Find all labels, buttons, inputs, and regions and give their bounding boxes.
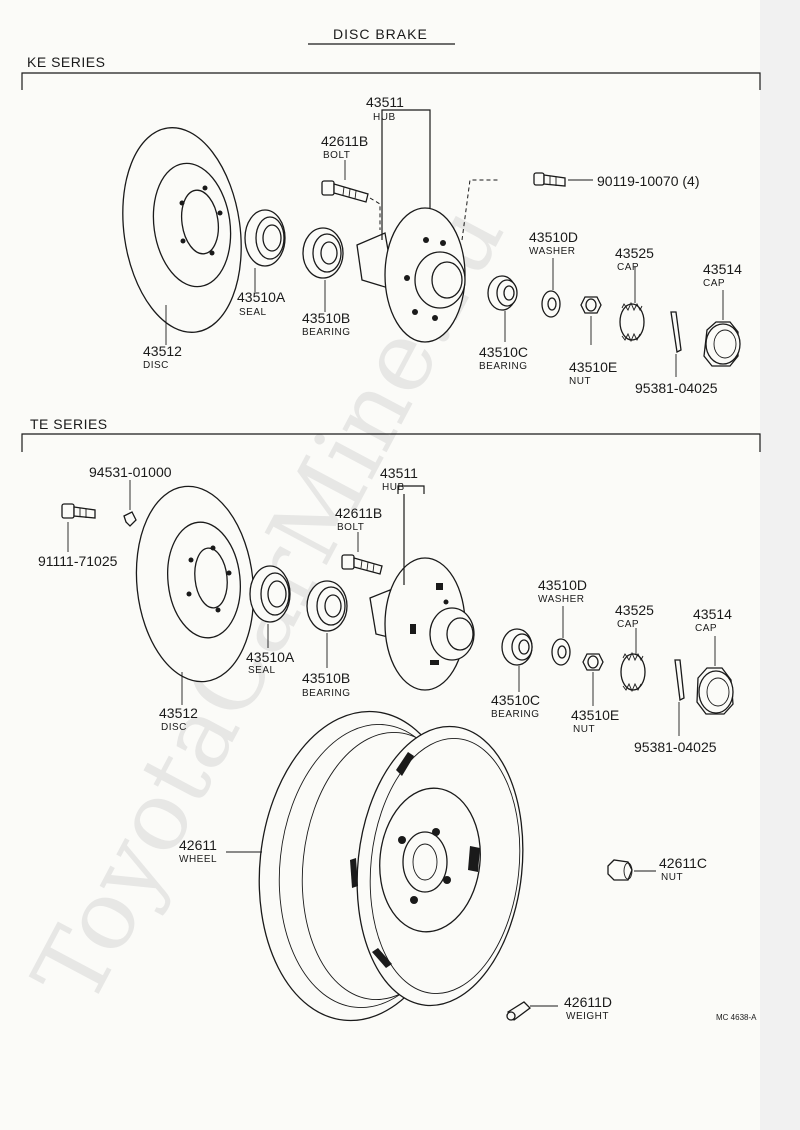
ke-bearing-inner-name: BEARING	[302, 327, 351, 338]
scan-edge	[760, 0, 800, 1130]
te-disc-number: 43512	[159, 705, 198, 721]
ke-bearing-inner-number: 43510B	[302, 310, 350, 326]
ke-disc-number: 43512	[143, 343, 182, 359]
ke-nut	[580, 296, 602, 314]
ke-cap-large-name: CAP	[703, 278, 725, 289]
te-series-label: TE SERIES	[30, 416, 108, 432]
te-cap-small	[620, 651, 646, 693]
ke-disc	[122, 127, 242, 333]
te-wheel-number: 42611	[179, 837, 217, 853]
te-wheel-name: WHEEL	[179, 854, 217, 865]
ke-cotter-pin	[670, 311, 682, 353]
page-title: DISC BRAKE	[333, 26, 428, 42]
te-cap-large-number: 43514	[693, 606, 732, 622]
ke-cap-small-name: CAP	[617, 262, 639, 273]
te-bearing-inner-number: 43510B	[302, 670, 350, 686]
te-bearing-inner	[306, 580, 348, 632]
te-cotter-pin	[674, 659, 685, 701]
te-weight	[506, 1001, 531, 1021]
te-washer-number: 43510D	[538, 577, 587, 593]
ke-hub-number: 43511	[366, 94, 404, 110]
te-bolt-name: BOLT	[337, 522, 364, 533]
te-cap-small-name: CAP	[617, 619, 639, 630]
te-weight-number: 42611D	[564, 994, 612, 1010]
ke-nut-name: NUT	[569, 376, 591, 387]
ke-washer-name: WASHER	[529, 246, 576, 257]
ke-nut-number: 43510E	[569, 359, 617, 375]
ke-bolt-kit-number: 90119-10070 (4)	[597, 173, 699, 189]
ke-washer-number: 43510D	[529, 229, 578, 245]
te-bearing-outer-name: BEARING	[491, 709, 540, 720]
te-bearing-outer	[501, 628, 533, 666]
ke-cotter-pin-number: 95381-04025	[635, 380, 718, 396]
ke-bearing-outer-number: 43510C	[479, 344, 528, 360]
te-bolt	[341, 554, 383, 575]
te-bearing-inner-name: BEARING	[302, 688, 351, 699]
te-bolt-number: 42611B	[335, 505, 382, 521]
te-seal	[249, 565, 291, 623]
te-clip-number: 94531-01000	[89, 464, 172, 480]
te-cotter-pin-number: 95381-04025	[634, 739, 717, 755]
te-cap-large	[696, 667, 734, 715]
ke-bearing-outer	[487, 275, 518, 311]
ke-seal	[244, 209, 286, 267]
te-screw	[61, 503, 96, 519]
te-screw-number: 91111-71025	[38, 553, 118, 569]
ke-hub-leader	[381, 109, 431, 240]
te-nut-number: 43510E	[571, 707, 619, 723]
te-washer	[551, 638, 571, 666]
ke-cap-large-number: 43514	[703, 261, 742, 277]
te-clip	[123, 511, 137, 527]
te-cap-large-name: CAP	[695, 623, 717, 634]
te-hub-leader	[397, 485, 425, 585]
ke-bolt-number: 42611B	[321, 133, 368, 149]
te-hub-number: 43511	[380, 465, 418, 481]
ke-bearing-outer-name: BEARING	[479, 361, 528, 372]
ke-cap-small-number: 43525	[615, 245, 654, 261]
ke-series-bracket	[21, 72, 761, 90]
ke-washer	[541, 290, 561, 318]
ke-bolt-kit	[533, 172, 566, 187]
ke-seal-name: SEAL	[239, 307, 267, 318]
ke-bolt	[321, 180, 369, 203]
ke-bolt-name: BOLT	[323, 150, 350, 161]
te-series-bracket	[21, 433, 761, 452]
te-cap-small-number: 43525	[615, 602, 654, 618]
ke-cap-small	[619, 301, 645, 343]
ke-series-label: KE SERIES	[27, 54, 105, 70]
te-nut-name: NUT	[573, 724, 595, 735]
te-seal-number: 43510A	[246, 649, 295, 665]
te-wheel-nut	[607, 859, 633, 881]
te-hub	[369, 557, 475, 691]
ke-bolt-path	[369, 197, 381, 230]
te-washer-name: WASHER	[538, 594, 585, 605]
te-nut	[582, 653, 604, 671]
ke-seal-number: 43510A	[237, 289, 286, 305]
ke-hub	[356, 207, 466, 343]
ke-hub-name: HUB	[373, 112, 396, 123]
ke-disc-name: DISC	[143, 360, 169, 371]
te-weight-name: WEIGHT	[566, 1011, 609, 1022]
ke-cap-large	[703, 321, 741, 367]
figure-code: MC 4638-A	[716, 1013, 757, 1022]
te-wheel-nut-number: 42611C	[659, 855, 707, 871]
ke-bearing-inner	[302, 227, 344, 279]
te-wheel-nut-name: NUT	[661, 872, 683, 883]
te-seal-name: SEAL	[248, 665, 276, 676]
te-disc	[135, 485, 255, 683]
ke-hub-path	[461, 179, 498, 241]
te-wheel	[258, 710, 524, 1022]
te-disc-name: DISC	[161, 722, 187, 733]
te-bearing-outer-number: 43510C	[491, 692, 540, 708]
te-hub-name: HUB	[382, 482, 405, 493]
